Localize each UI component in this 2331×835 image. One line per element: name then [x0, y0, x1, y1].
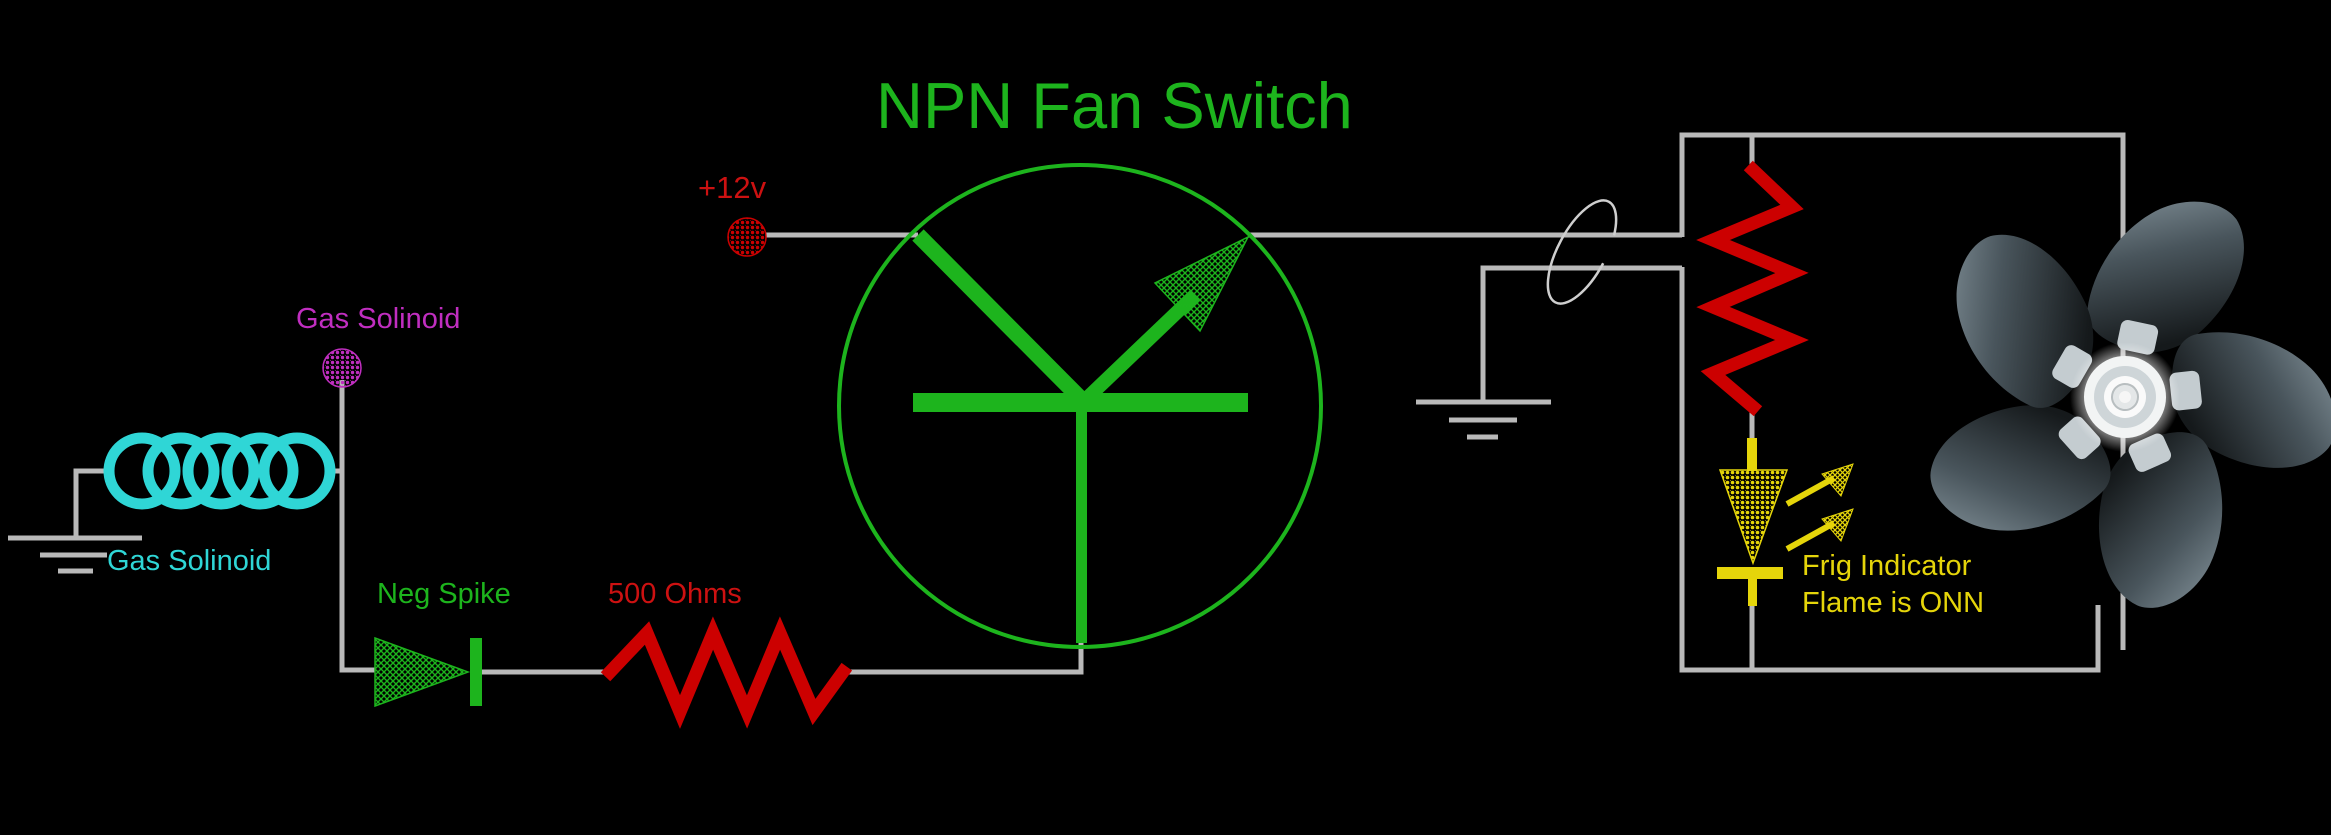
- supply-label: +12v: [698, 170, 767, 205]
- gas-solinoid-coil-label: Gas Solinoid: [107, 545, 272, 577]
- led-light-arrows: [1785, 463, 1854, 552]
- fan-hub: [2070, 342, 2180, 452]
- led-triangle: [1718, 469, 1789, 566]
- resistor-horizontal: [600, 616, 853, 729]
- diode-cathode-bar: [470, 638, 482, 706]
- emitter-arrowhead: [1153, 235, 1250, 333]
- frig-indicator-line1: Frig Indicator: [1802, 550, 1972, 582]
- base-bar: [913, 393, 1248, 412]
- gas-valve-node-dot: [322, 348, 362, 388]
- supply-node-dot: [727, 217, 767, 257]
- npn-transistor: [837, 163, 1323, 649]
- box-bottom-rail: [1679, 267, 2101, 673]
- indicator-led: [1717, 438, 1854, 606]
- junction-loop: [1546, 199, 1618, 305]
- emitter-line: [1078, 289, 1200, 408]
- collector-line: [912, 229, 1091, 409]
- frig-indicator-label: Frig Indicator Flame is ONN: [1802, 551, 1984, 626]
- gas-solinoid-valve-label: Gas Solinoid: [296, 303, 461, 335]
- diode-anode-triangle: [374, 636, 471, 708]
- resistor-emitter-wire: [843, 640, 1084, 675]
- coil-left-wire: [73, 468, 110, 538]
- fan-image: [1930, 201, 2331, 608]
- fan-blades: [1930, 201, 2331, 608]
- spike-diode: [374, 636, 482, 708]
- resistor-value-label: 500 Ohms: [608, 578, 742, 610]
- diagram-title: NPN Fan Switch: [876, 69, 1353, 142]
- resistor-vertical: [1696, 160, 1809, 417]
- ground-symbol-left: [8, 535, 142, 574]
- led-anode-stub: [1747, 438, 1757, 471]
- led-cathode-bar: [1717, 567, 1783, 579]
- ground-right-wire: [1480, 265, 1682, 402]
- solenoid-coil: [103, 432, 336, 510]
- frig-indicator-line2: Flame is ONN: [1802, 587, 1985, 620]
- led-cathode-stub: [1748, 579, 1757, 606]
- emitter-vertical: [1076, 403, 1087, 643]
- transistor-circle: [837, 163, 1323, 649]
- neg-spike-label: Neg Spike: [377, 578, 511, 610]
- ground-symbol-right: [1416, 399, 1551, 440]
- valve-to-diode-wire: [339, 380, 375, 673]
